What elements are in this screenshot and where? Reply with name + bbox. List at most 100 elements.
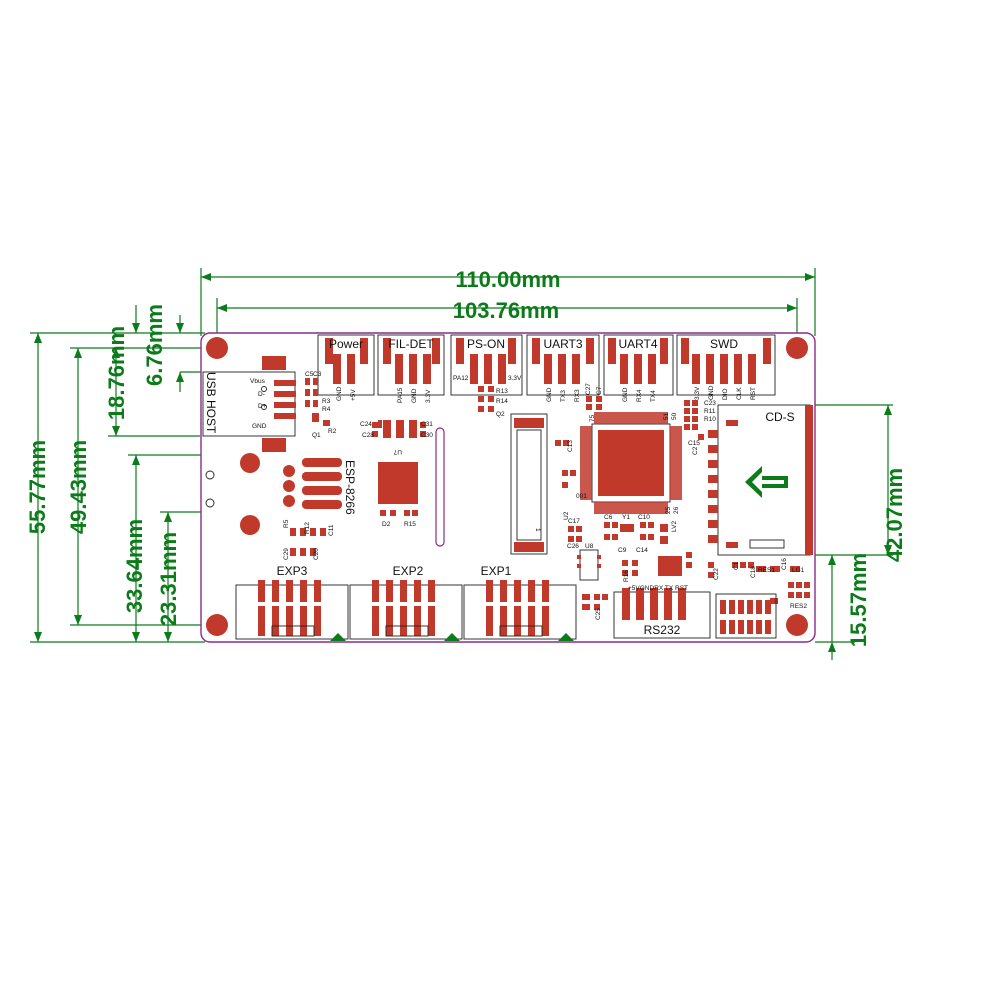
u7-regulator: C24 C28 C31 C30 U7 D2 R15 [360,420,433,528]
board-slot [435,427,445,547]
ref-label: U7 [393,448,402,455]
pin-label: RST [750,387,757,400]
mounting-hole-bottom-right [786,614,808,636]
power-label: Power [329,337,363,351]
header-ps-on: PS-ON PA12 3.3V [450,334,523,396]
ref-label: C20 [313,548,320,560]
ref-label: U2 [563,511,570,520]
ref-label: RES1 [758,567,775,574]
dim-23-31: 23.31mm [156,532,181,626]
dim-42-07: 42.07mm [882,468,907,562]
exp3-label: EXP3 [277,564,308,578]
pin-label: PA15 [397,387,404,403]
ref-label: R4 [322,406,331,413]
ref-label: C31 [421,421,433,428]
usb-host-connector: USB HOST Vbus D- D+ GND [202,356,296,452]
exp3-connector: EXP3 [235,564,349,641]
dim-height-outer: 55.77mm [25,440,50,534]
pin-label: TX3 [560,390,567,402]
pin-label: GND [708,385,715,400]
dim-33-64: 33.64mm [122,519,147,613]
usb-support-components: C5 C3 R3 R4 R2 Q1 [305,371,337,439]
pin-label: GND [546,387,553,402]
ref-label: C2 [692,446,699,455]
ref-label: C6 [604,514,613,521]
ref-label: U8 [585,543,594,550]
ref-label: R12 [304,522,311,534]
pin-label: 3.3V [508,375,522,382]
ref-label: C17 [568,518,580,525]
mcu-chip: 75 51 50 25 26 001 [576,412,682,514]
header-swd: SWD 3.3V GND DIO CLK RST [676,334,776,400]
ref-label: R10 [704,416,716,423]
ref-label: Q1 [312,432,321,439]
ref-label: C27 [585,383,592,395]
ref-label: R2 [328,428,337,435]
header-uart3: UART3 GND TX3 RX3 [526,334,600,402]
dim-width-holes: 103.76mm [453,298,559,323]
esp8266-label: ESP-8266 [343,460,357,515]
exp1-label: EXP1 [481,564,512,578]
ref-label: C13 [567,440,574,452]
rs232-header: +5VGNDRX TX RST RS232 [613,585,711,639]
ref-label: D2 [382,521,391,528]
ref-label: C15 [688,440,700,447]
ref-label: C3 [313,371,322,378]
header-power: Power GND +5V [317,334,375,401]
ref-label: C16 [781,558,788,570]
pin-label: DIO [722,388,729,400]
ref-label: RES2 [790,603,807,610]
pin-label: GND [622,387,629,402]
ref-label: C28 [362,432,374,439]
pin-label: PA12 [453,375,469,382]
mounting-hole-top-left [206,337,228,359]
ref-label: 001 [576,493,587,500]
ref-label: 26 [673,506,680,514]
pin-label: 3.3V [694,386,701,400]
pin-label: CLK [736,387,743,400]
exp2-label: EXP2 [393,564,424,578]
pin-label: RX4 [636,389,643,402]
esp8266-module: ESP-8266 [205,453,357,535]
ref-label: C14 [636,547,648,554]
ref-label: C30 [421,432,433,439]
ref-label: R16 [623,570,630,582]
pin-label: +5VGNDRX TX RST [628,585,688,592]
esp-support-components: R5 R12 C11 C29 C20 [283,519,335,560]
pin-label: GND [411,388,418,403]
ref-label: 25 [665,506,672,514]
fpc-connector: 1 [510,413,548,555]
ref-label: Y1 [622,514,630,521]
ref-label: R15 [404,521,416,528]
swd-label: SWD [710,337,738,351]
ref-label: LG1 [792,567,805,574]
dim-height-holes: 49.43mm [66,440,91,534]
ref-label: C23 [704,400,716,407]
dimension-lines [30,268,893,660]
ref-label: C7 [596,386,603,395]
rs232-label: RS232 [644,623,681,637]
fil-det-label: FIL-DET [388,337,434,351]
ref-label: C5 [305,371,314,378]
ref-label: C25 [595,608,602,620]
ps-on-components: R13 R14 Q2 [478,386,508,418]
uart4-label: UART4 [618,337,657,351]
pin-label: TX4 [650,390,657,402]
ref-label: R5 [283,519,290,528]
rs232-side-caps: C25 [582,594,608,620]
sd-card-label: CD-S [765,410,794,424]
ref-label: R14 [496,398,508,405]
ref-label: C29 [283,548,290,560]
ref-label: C1 [733,561,740,570]
ref-label: C10 [638,514,650,521]
dim-18-76: 18.76mm [104,326,129,420]
ref-label: R3 [322,398,331,405]
pin-label: D+ [258,403,267,410]
mounting-hole-top-right [786,337,808,359]
exp1-connector: EXP1 [463,564,577,641]
header-uart4: UART4 GND RX4 TX4 [603,334,674,402]
ref-label: R13 [496,388,508,395]
ref-label: C11 [328,524,335,536]
pin-label: RX3 [574,389,581,402]
